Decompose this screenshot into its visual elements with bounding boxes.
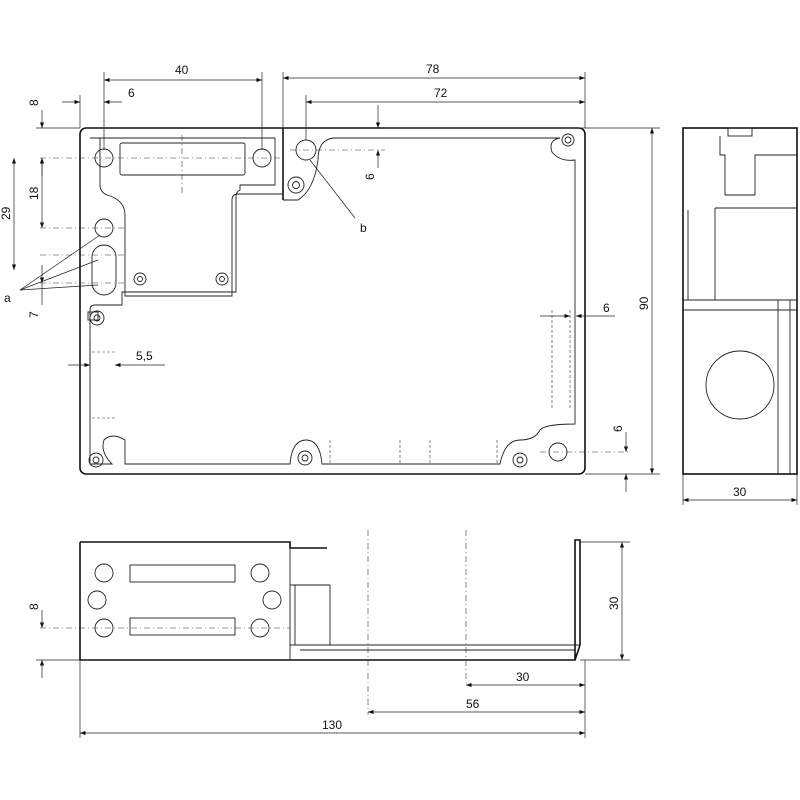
dim-30-side: 30 [733,485,747,499]
top-view [40,127,630,475]
dim-6-b: 6 [363,173,377,180]
dim-29: 29 [0,206,13,220]
dim-40: 40 [175,63,189,77]
label-b: b [360,221,367,235]
side-view [682,127,798,475]
dim-30-front-height: 30 [607,596,621,610]
dim-6-right: 6 [603,301,610,315]
dim-6-bottom: 6 [611,425,625,432]
dim-130: 130 [322,718,342,732]
dim-6-top: 6 [128,86,135,100]
dim-90: 90 [637,296,651,310]
dim-7: 7 [27,311,41,318]
dim-56: 56 [466,697,480,711]
dim-5-5: 5,5 [136,349,153,363]
label-a: a [4,291,11,305]
front-view [40,530,581,715]
dim-30-front: 30 [516,670,530,684]
dim-8-front: 8 [27,603,41,610]
dimension-labels: 40 78 72 8 6 18 29 6 b a 7 5,5 6 90 6 30… [0,62,747,732]
dimension-lines [11,72,798,738]
dim-72: 72 [434,86,448,100]
dim-18: 18 [27,186,41,200]
dim-78: 78 [426,62,440,76]
mounting-holes [88,133,575,468]
dim-8-top: 8 [27,99,41,106]
